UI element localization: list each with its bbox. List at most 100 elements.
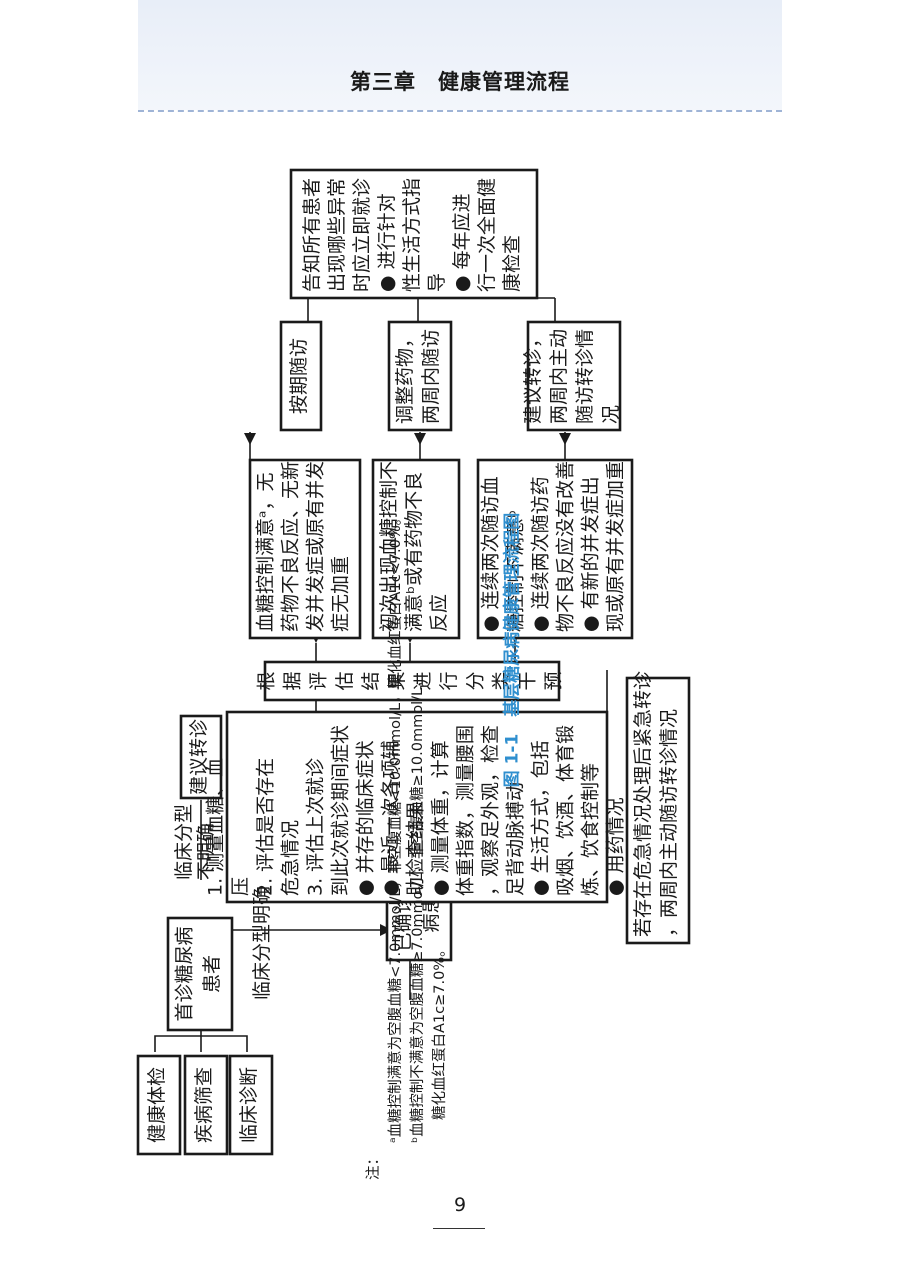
source-clinical-diagnosis-text: 临床诊断	[238, 1067, 260, 1143]
condition-satisfied: 血糖控制满意ᵃ，无药物不良反应、无新发并发症或原有并发症无加重	[248, 458, 362, 640]
assessment-box-text: ● 测量体重，计算	[430, 740, 452, 896]
source-disease-screening-text: 疾病筛查	[193, 1067, 215, 1143]
classify-box-text: 结	[360, 671, 382, 690]
condition-satisfied-text: 症无加重	[330, 556, 352, 632]
final-guidance-text: 性生活方式指	[401, 178, 423, 292]
classify-box-text: 评	[308, 671, 330, 690]
condition-first-unsatisfied-frame	[371, 458, 461, 640]
classify-box-text: 行	[438, 671, 460, 690]
condition-persistent-text: 糖控制不满意ᵇ	[505, 510, 527, 632]
note-a: ᵃ血糖控制满意为空腹血糖<7.0mmol/L，非空腹血糖<10.0mmol/L，…	[388, 510, 404, 1143]
assessment-box-text: ● 并存的临床症状	[355, 740, 377, 896]
action-referral-text: 建议转诊，	[522, 329, 544, 424]
emergency-box-text: ，两周内主动随访转诊情况	[658, 709, 680, 937]
classify-box-frame	[263, 660, 561, 702]
first-visit-patient-text: 患者	[201, 955, 223, 993]
condition-persistent-frame	[476, 458, 634, 640]
assessment-box-text: 吸烟、饮酒、体育锻	[555, 725, 577, 896]
final-guidance-text: 康检查	[501, 235, 523, 292]
condition-persistent-text: ● 连续两次随访药	[530, 476, 552, 632]
note-b-continued: 糖化血红蛋白A1c≥7.0%。	[432, 942, 448, 1120]
action-follow-up: 按期随访	[279, 320, 323, 432]
condition-persistent-text: 现或原有并发症加重	[605, 461, 627, 632]
final-guidance-frame	[289, 168, 539, 300]
final-guidance-text: 时应立即就诊	[351, 178, 373, 292]
action-referral-text: 两周内主动	[548, 329, 570, 424]
emergency-box: 若存在危急情况处理后紧急转诊，两周内主动随访转诊情况	[625, 671, 691, 945]
first-visit-patient: 首诊糖尿病患者	[166, 916, 234, 1032]
assessment-box-text: 危急情况	[280, 820, 302, 896]
assessment-box-text: 到此次就诊期间症状	[330, 725, 352, 896]
first-visit-patient-text: 首诊糖尿病	[174, 926, 196, 1021]
classify-box-text: 根	[256, 671, 278, 690]
classify-box-text: 预	[543, 671, 565, 690]
assessment-box-text: 足背动脉搏动	[505, 782, 527, 896]
flow-nodes: 健康体检疾病筛查临床诊断首诊糖尿病患者建议转诊已确诊糖尿病患者1. 测量血糖、血…	[136, 168, 691, 1156]
condition-persistent: ● 连续两次随访血糖控制不满意ᵇ● 连续两次随访药物不良反应没有改善● 有新的并…	[476, 458, 634, 640]
page-number: 9	[453, 1194, 467, 1216]
referral-box-frame	[179, 714, 223, 800]
condition-persistent-text: ● 连续两次随访血	[480, 476, 502, 632]
action-adjust-drug-frame	[387, 320, 453, 432]
emergency-box-text: 若存在危急情况处理后紧急转诊	[632, 671, 654, 937]
action-adjust-drug: 调整药物，两周内随访	[387, 320, 453, 432]
classify-box-text: 干	[517, 671, 539, 690]
assessment-box-text: 1. 测量血糖、血	[205, 758, 227, 896]
assessment-box-text: 2. 评估是否存在	[255, 758, 277, 896]
classify-box-text: 果	[386, 671, 408, 690]
condition-persistent-text: 物不良反应没有改善	[555, 461, 577, 632]
note-label: 注：	[366, 1151, 382, 1180]
condition-first-unsatisfied-text: 反应	[428, 594, 450, 632]
action-referral-text: 随访转诊情	[574, 329, 596, 424]
action-follow-up-frame	[279, 320, 323, 432]
note-b: ᵇ血糖控制不满意为空腹血糖≥7.0mmol/L，非空腹血糖≥10.0mmol/L…	[410, 673, 426, 1143]
action-follow-up-text: 按期随访	[288, 338, 310, 414]
final-guidance-text: 出现哪些异常	[326, 178, 348, 292]
condition-satisfied-text: 药物不良反应、无新	[280, 461, 302, 632]
arrow-head	[559, 433, 571, 445]
header-band	[138, 0, 782, 110]
action-referral: 建议转诊，两周内主动随访转诊情况	[522, 320, 622, 432]
label-type-unclear-2: 不明确	[195, 823, 217, 880]
final-guidance: 告知所有患者出现哪些异常时应立即就诊● 进行针对性生活方式指导● 每年应进行一次…	[289, 168, 539, 300]
arrow-head	[414, 433, 426, 445]
final-guidance-text: ● 每年应进	[451, 193, 473, 292]
assessment-box-text: ● 生活方式，包括	[530, 740, 552, 896]
assessment-box-text: ● 最近一次各项辅	[380, 740, 402, 896]
assessment-box-frame	[225, 710, 609, 904]
classify-box: 根据评估结果进行分类干预	[256, 660, 565, 702]
assessment-box-text: 炼、饮食控制等	[580, 763, 602, 896]
arrow-head	[244, 433, 256, 445]
header-divider	[138, 110, 782, 112]
source-health-checkup: 健康体检	[136, 1054, 182, 1156]
condition-satisfied-frame	[248, 458, 362, 640]
footnotes: 注： ᵃ血糖控制满意为空腹血糖<7.0mmol/L，非空腹血糖<10.0mmol…	[363, 140, 453, 1180]
action-referral-text: 况	[600, 405, 622, 424]
figure-caption: 图 1-1 基层糖尿病健康管理流程图	[502, 512, 523, 788]
source-clinical-diagnosis-frame	[228, 1054, 274, 1156]
action-referral-frame	[526, 320, 622, 432]
label-type-unclear-1: 临床分型	[173, 804, 195, 880]
assessment-box-text: 压	[230, 877, 252, 896]
assessment-box-text: 助检查结果	[405, 801, 427, 896]
condition-satisfied-text: 发并发症或原有并发	[305, 461, 327, 632]
first-visit-patient-frame	[166, 916, 234, 1032]
source-disease-screening-frame	[183, 1054, 229, 1156]
final-guidance-text: 告知所有患者	[301, 178, 323, 292]
source-health-checkup-frame	[136, 1054, 182, 1156]
chapter-title: 第三章 健康管理流程	[350, 70, 570, 94]
action-adjust-drug-text: 两周内随访	[420, 329, 442, 424]
source-disease-screening: 疾病筛查	[183, 1054, 229, 1156]
classify-box-text: 据	[282, 671, 304, 690]
assessment-box-text: 体重指数，测量腰围	[455, 725, 477, 896]
final-guidance-text: 导	[426, 273, 448, 292]
classify-box-text: 分	[464, 671, 486, 690]
label-type-clear: 临床分型明确	[251, 886, 273, 1000]
source-clinical-diagnosis: 临床诊断	[228, 1054, 274, 1156]
condition-persistent-text: ● 有新的并发症出	[580, 476, 602, 632]
final-guidance-text: ● 进行针对	[376, 193, 398, 292]
final-guidance-text: 行一次全面健	[476, 178, 498, 292]
condition-first-unsatisfied-text: 满意ᵇ或有药物不良	[403, 472, 425, 632]
